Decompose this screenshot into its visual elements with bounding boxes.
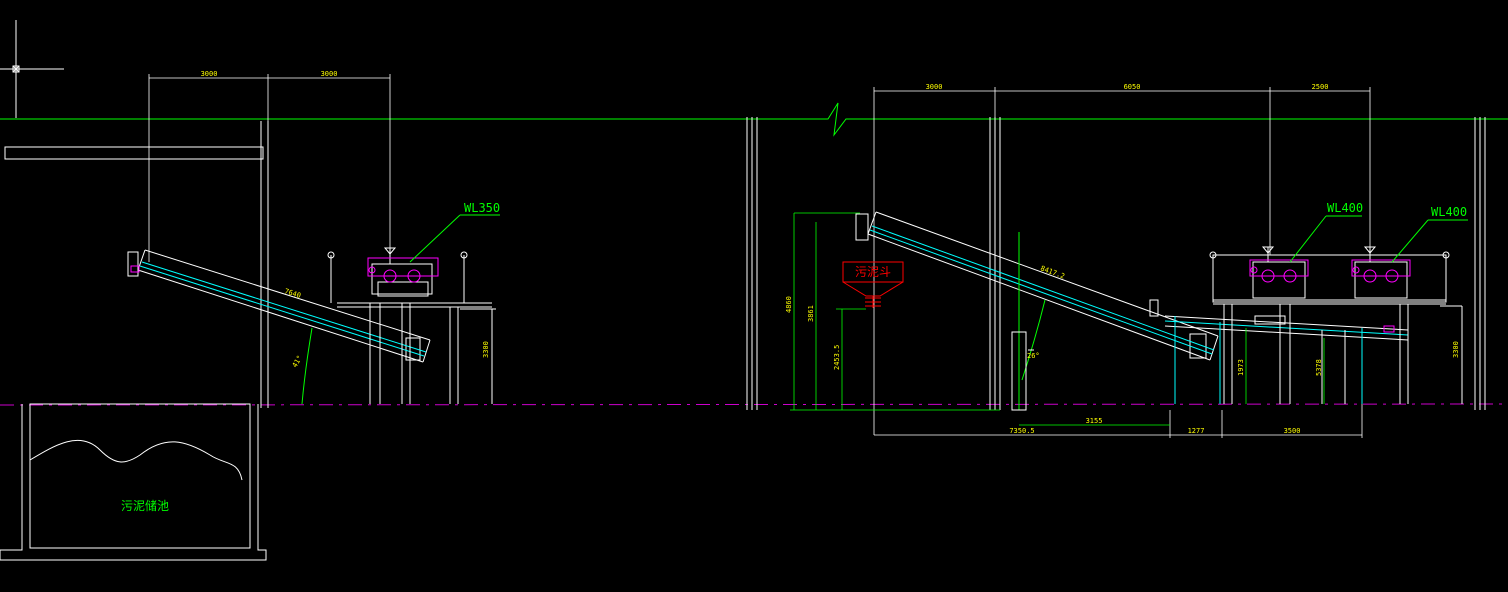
right-height-5: 5378 [1315,359,1323,376]
left-press-wl350 [367,247,439,297]
left-tag-leader [409,214,500,263]
right-section: 3000 6050 2500 4860 3861 2453.5 污泥斗 [746,83,1486,438]
right-platform [1209,251,1463,404]
left-columns [260,121,269,408]
left-angle: 41° [291,354,304,369]
left-beam [4,146,264,160]
right-equipment-tag-1: WL400 [1327,201,1363,215]
right-bottom-dimensions [874,404,1363,438]
right-angle: 26° [1027,352,1040,360]
left-dim-1: 3000 [201,70,218,78]
right-dim-2: 6050 [1124,83,1141,91]
right-bottom-dim-2: 3155 [1086,417,1103,425]
right-bottom-dim-3: 1277 [1188,427,1205,435]
right-top-dimension [873,87,1371,435]
right-inner-height-dims [1245,328,1325,404]
sludge-hopper [842,261,904,308]
right-bottom-dim-1: 7350.5 [1009,427,1034,435]
left-top-dimension [148,74,391,262]
right-height-3: 2453.5 [833,345,841,370]
right-equipment-tag-2: WL400 [1431,205,1467,219]
right-height-dimensions [790,212,1000,411]
right-height-4: 1973 [1237,359,1245,376]
right-height-1: 4860 [785,296,793,313]
left-height: 3300 [482,341,490,358]
right-height-2: 3861 [807,305,815,322]
right-dim-3: 2500 [1312,83,1329,91]
right-columns [746,117,1486,410]
right-height-6: 3300 [1452,341,1460,358]
right-angle-arc [1018,232,1046,410]
crosshair-cursor [0,20,64,118]
left-section: 3000 3000 7640 41° [0,70,500,561]
hopper-label: 污泥斗 [855,265,891,279]
left-dim-2: 3000 [321,70,338,78]
right-bottom-dim-4: 3500 [1284,427,1301,435]
right-conveyor-length: 8417.2 [1039,264,1066,280]
right-dim-1: 3000 [926,83,943,91]
left-platform [327,251,496,404]
right-long-conveyor [855,211,1219,361]
floor-line [0,102,1508,137]
sludge-tank [0,403,267,561]
left-screw-conveyor [127,249,431,363]
ground-line [0,403,1508,406]
right-press-wl400-2 [1351,246,1411,299]
right-tag-leaders [1289,215,1468,263]
left-angle-arc [301,327,313,405]
left-conveyor-length: 7640 [283,287,301,300]
left-equipment-tag: WL350 [464,201,500,215]
right-horizontal-conveyor [1164,315,1409,404]
right-press-wl400-1 [1249,246,1309,299]
tank-label: 污泥储池 [121,498,169,513]
right-conveyor-support [1011,331,1034,411]
